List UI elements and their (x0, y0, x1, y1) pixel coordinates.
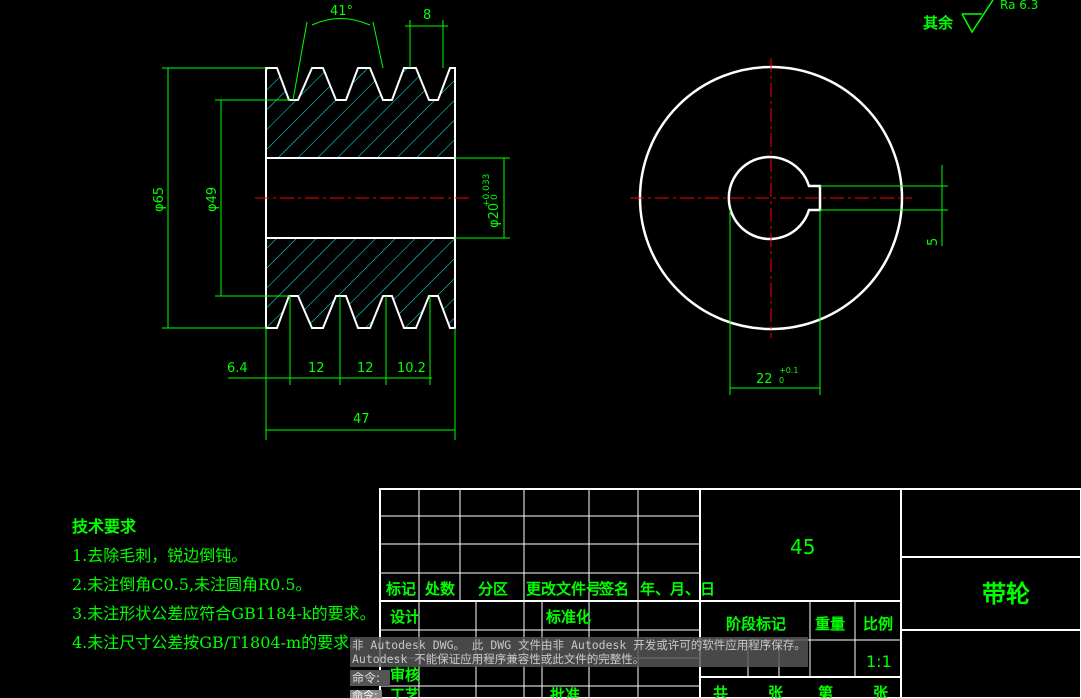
keyway-width-text: 5 (926, 238, 941, 246)
roughness-symbol-icon (961, 0, 994, 34)
lower-hatched-body (265, 237, 456, 329)
tech-requirement-4: 4.未注尺寸公差按GB/T1804-m的要求。 (72, 633, 366, 652)
tb-rev-h0: 标记 (385, 580, 416, 598)
tb-rev-h3: 更改文件号 (526, 580, 601, 598)
keyway-tol-upper: +0.1 (779, 366, 798, 375)
bore-with-keyway (727, 155, 822, 241)
tb-material: 45 (790, 535, 815, 559)
tb-sheet-total: 共 (713, 684, 728, 698)
tb-sheet-unit: 张 (768, 684, 784, 698)
tb-process: 工艺 (390, 686, 420, 698)
tb-weight: 重量 (815, 615, 845, 633)
command-history-warning: 非 Autodesk DWG。 此 DWG 文件由非 Autodesk 开发或许… (350, 637, 808, 667)
bore-diameter-text: φ20 (487, 203, 502, 228)
tech-requirement-3: 3.未注形状公差应符合GB1184-k的要求。 (72, 604, 376, 623)
command-input[interactable]: 命令: (350, 690, 382, 698)
tb-rev-h5: 年、月、日 (640, 580, 715, 598)
edge-offset-text: 6.4 (227, 361, 248, 376)
total-width-text: 47 (353, 412, 370, 427)
tb-review: 审核 (390, 666, 420, 684)
upper-hatched-body (265, 67, 456, 159)
bore-tol-upper: +0.033 (482, 174, 492, 207)
outer-diameter-text: φ65 (152, 187, 167, 212)
bore-tol-lower: 0 (490, 194, 500, 200)
pulley-front-view (630, 58, 912, 338)
tb-sheet-unit2: 张 (873, 684, 889, 698)
tech-requirement-1: 1.去除毛刺，锐边倒钝。 (72, 546, 248, 565)
pulley-section-view (255, 67, 470, 329)
tb-scale-value: 1:1 (866, 652, 892, 671)
tb-rev-h1: 处数 (424, 580, 456, 598)
command-prompt[interactable]: 命令: (350, 670, 390, 686)
last-offset-text: 10.2 (397, 361, 426, 376)
tb-standardization: 标准化 (545, 608, 591, 626)
tb-approve: 批准 (550, 686, 580, 698)
side-view-dimensions (162, 18, 510, 440)
tb-scale-label: 比例 (863, 615, 893, 633)
angle-dim-text: 41° (330, 4, 353, 19)
pitch-diameter-text: φ49 (205, 187, 220, 212)
tb-rev-h2: 分区 (478, 580, 508, 598)
pitch-2-text: 12 (357, 361, 374, 376)
keyway-depth-text: 22 (756, 372, 773, 387)
pitch-dim-text: 8 (423, 8, 431, 23)
tb-rev-h4: 签名 (598, 580, 629, 598)
tb-part-name: 带轮 (982, 580, 1030, 608)
tb-stage-mark: 阶段标记 (726, 615, 786, 633)
tech-requirement-2: 2.未注倒角C0.5,未注圆角R0.5。 (72, 575, 312, 594)
surface-note-label: 其余 (923, 14, 954, 32)
tech-requirements-title: 技术要求 (72, 517, 137, 536)
surface-note-value: Ra 6.3 (1000, 0, 1038, 12)
tb-sheet-index: 第 (818, 684, 833, 698)
keyway-tol-lower: 0 (779, 376, 784, 385)
tech-requirements: 技术要求 1.去除毛刺，锐边倒钝。 2.未注倒角C0.5,未注圆角R0.5。 3… (72, 512, 376, 657)
pitch-1-text: 12 (308, 361, 325, 376)
tb-design: 设计 (390, 608, 420, 626)
front-view-dimensions (729, 165, 948, 395)
